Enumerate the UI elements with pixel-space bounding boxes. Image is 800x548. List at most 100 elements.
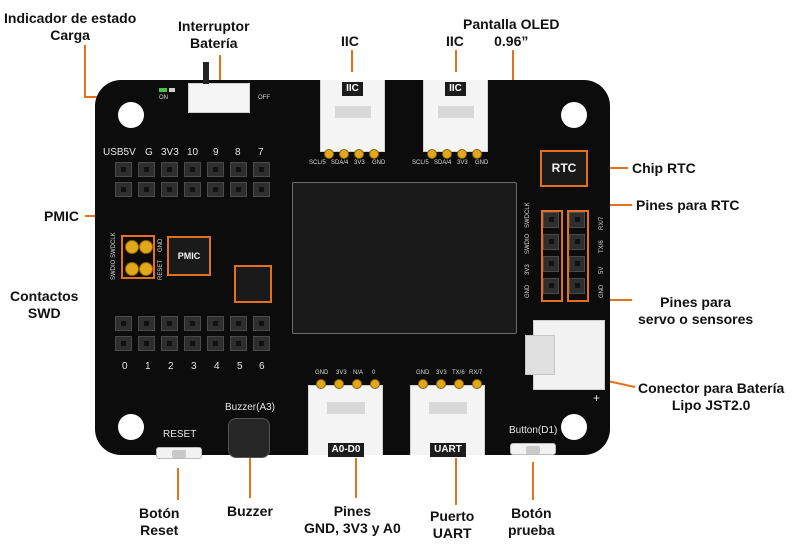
- header-pin: [138, 316, 155, 331]
- header-pin: [207, 162, 224, 177]
- callout-uart-line2: UART: [432, 525, 472, 541]
- callout-oled: Pantalla OLED 0.96”: [463, 16, 559, 50]
- iic-right-pin-3: [457, 149, 467, 159]
- header-label-0: 0: [122, 361, 128, 372]
- pmic-chip-label: PMIC: [177, 251, 201, 261]
- iic-left-pin-label-3: 3V3: [354, 160, 365, 166]
- mounting-hole-bottom-left: [118, 414, 144, 440]
- header-pin: [207, 336, 224, 351]
- reset-button-knob[interactable]: [172, 450, 186, 458]
- charge-led: [159, 88, 167, 92]
- header-pin: [230, 162, 247, 177]
- rtc-pin-label-1: SWDCLK: [525, 202, 531, 228]
- callout-boton-prueba-line1: Botón: [511, 505, 552, 521]
- callout-conector-line1: Conector para Batería: [638, 380, 785, 396]
- pmic-chip: [167, 236, 211, 276]
- header-pin: [184, 182, 201, 197]
- header-label-2: 2: [168, 361, 174, 372]
- uart-pin-label-4: RX/7: [469, 370, 483, 376]
- off-label: OFF: [258, 95, 270, 101]
- iic-left-pin-label-1: SCL/5: [309, 160, 326, 166]
- test-button-knob[interactable]: [526, 446, 540, 454]
- iic-right-pin-1: [427, 149, 437, 159]
- servo-pin-label-2: TX/6: [599, 240, 605, 253]
- iic-right-pin-2: [442, 149, 452, 159]
- uart-pin-4: [472, 379, 482, 389]
- callout-oled-line2: 0.96”: [494, 33, 529, 49]
- iic-connector-right-label: IIC: [445, 82, 466, 96]
- uart-pin-label-3: TX/6: [452, 370, 465, 376]
- a0-pin-label-4: 0: [372, 370, 376, 376]
- uart-pin-label-2: 3V3: [436, 370, 447, 376]
- callout-chip-rtc: Chip RTC: [632, 160, 696, 176]
- callout-pines-gnd-line1: Pines: [333, 503, 372, 519]
- iic-left-latch: [335, 106, 371, 118]
- iic-right-pin-4: [472, 149, 482, 159]
- callout-boton-reset-line2: Reset: [140, 522, 179, 538]
- callout-indicador: Indicador de estado Carga: [4, 10, 136, 44]
- battery-switch[interactable]: [188, 83, 250, 113]
- callout-boton-prueba: Botón prueba: [508, 505, 555, 539]
- header-label-4: 4: [214, 361, 220, 372]
- header-pin: [253, 336, 270, 351]
- iic-right-latch: [438, 106, 474, 118]
- a0-pin-4: [370, 379, 380, 389]
- callout-pines-servo-line1: Pines para: [660, 294, 731, 310]
- a0-connector-label: A0-D0: [328, 443, 364, 457]
- header-pin: [138, 162, 155, 177]
- callout-pines-rtc: Pines para RTC: [636, 197, 740, 213]
- header-label-g: G: [145, 147, 153, 158]
- buzzer: [228, 418, 270, 458]
- side-pin: [543, 278, 559, 294]
- header-pin: [161, 336, 178, 351]
- iic-right-pin-label-2: SDA/4: [434, 160, 452, 166]
- callout-conector: Conector para Batería Lipo JST2.0: [638, 380, 784, 414]
- callout-uart: Puerto UART: [430, 508, 474, 542]
- uart-pin-label-1: GND: [416, 370, 430, 376]
- servo-pins-highlight: [567, 210, 589, 302]
- callout-pines-servo-line2: servo o sensores: [638, 311, 754, 327]
- swd-pad-3: [125, 262, 139, 276]
- rtc-pins-highlight: [541, 210, 563, 302]
- microcontroller-board: ON OFF IIC SCL/5 SDA/4 3V3 GND IIC SCL/5…: [95, 62, 610, 459]
- header-pin: [161, 162, 178, 177]
- swd-pad-2: [139, 240, 153, 254]
- uart-pin-2: [436, 379, 446, 389]
- side-pin: [543, 256, 559, 272]
- header-label-10: 10: [187, 147, 199, 158]
- header-pin: [230, 336, 247, 351]
- callout-buzzer: Buzzer: [227, 503, 273, 519]
- header-pin: [115, 316, 132, 331]
- rtc-chip: [540, 150, 588, 187]
- button-d1-label: Button(D1): [509, 425, 558, 436]
- side-pin: [569, 212, 585, 228]
- callout-conector-line2: Lipo JST2.0: [671, 397, 751, 413]
- side-pin-array: [543, 212, 587, 300]
- battery-switch-lever[interactable]: [203, 62, 209, 84]
- header-label-1: 1: [145, 361, 151, 372]
- header-label-6: 6: [259, 361, 265, 372]
- header-pin: [184, 162, 201, 177]
- callout-interruptor-line2: Batería: [190, 35, 238, 51]
- iic-right-pin-label-1: SCL/5: [412, 160, 429, 166]
- second-ic: [234, 265, 272, 303]
- header-label-usb5v: USB5V: [103, 147, 136, 158]
- callout-boton-reset: Botón Reset: [139, 505, 179, 539]
- servo-pin-label-1: RX/7: [599, 216, 605, 230]
- iic-right-pin-label-4: GND: [475, 160, 489, 166]
- callout-oled-line1: Pantalla OLED: [463, 16, 560, 32]
- header-pin: [253, 162, 270, 177]
- mounting-hole-top-right: [561, 102, 587, 128]
- header-pin: [161, 182, 178, 197]
- callout-iic-left: IIC: [341, 33, 359, 49]
- swd-pad-1: [125, 240, 139, 254]
- side-pin: [569, 278, 585, 294]
- bottom-pin-header: [115, 316, 275, 356]
- header-pin: [138, 182, 155, 197]
- rtc-chip-label: RTC: [551, 161, 577, 175]
- top-pin-header: [115, 162, 275, 202]
- header-pin: [115, 336, 132, 351]
- mounting-hole-bottom-right: [561, 414, 587, 440]
- swd-label-reset: RESET: [158, 259, 164, 280]
- side-pin: [543, 212, 559, 228]
